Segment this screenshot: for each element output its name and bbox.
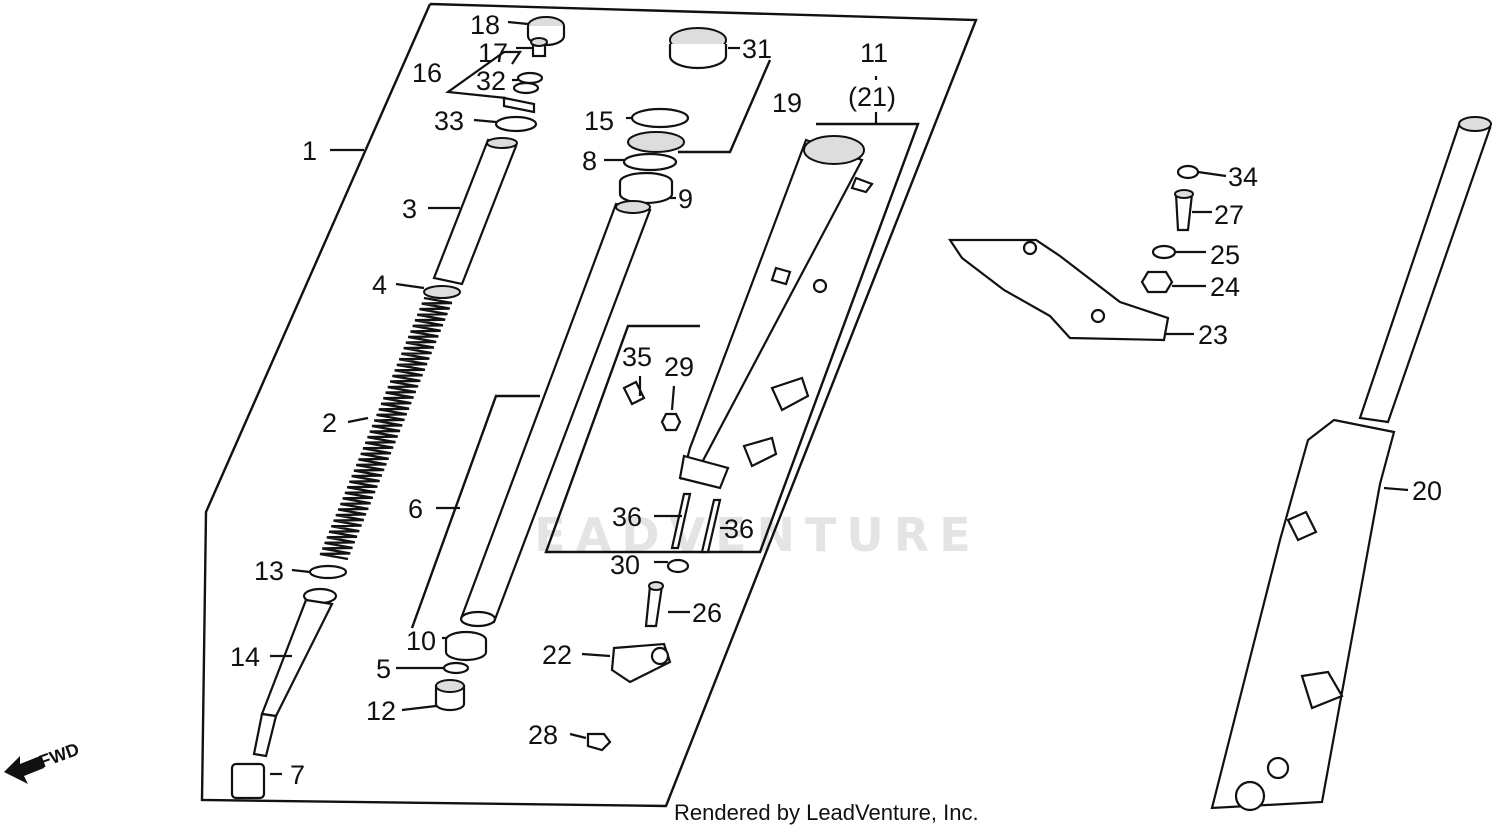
callout-13: 13 xyxy=(254,556,284,586)
nut-24 xyxy=(1140,270,1174,294)
callout-22: 22 xyxy=(542,640,572,670)
dust-seal-31 xyxy=(668,27,728,70)
bolt-35 xyxy=(622,380,646,406)
slider-bushing-10 xyxy=(444,630,488,662)
callout-24: 24 xyxy=(1210,272,1240,302)
bolt-27 xyxy=(1174,189,1194,232)
callout-10: 10 xyxy=(406,626,436,656)
callout-21: (21) xyxy=(848,82,896,112)
callout-3: 3 xyxy=(402,194,417,224)
callout-28: 28 xyxy=(528,720,558,750)
callout-16: 16 xyxy=(412,58,442,88)
nut-34 xyxy=(1176,164,1200,180)
callout-4: 4 xyxy=(372,270,387,300)
washer-33 xyxy=(494,115,538,133)
bolt-26 xyxy=(644,581,664,628)
axle-holder-22 xyxy=(610,642,672,684)
oil-lock-piece-12 xyxy=(434,679,466,712)
callout-20: 20 xyxy=(1412,476,1442,506)
fork-spring-2 xyxy=(319,296,453,561)
callout-numbers: 18 17 16 32 33 1 3 4 2 13 14 7 31 19 15 … xyxy=(230,10,1442,790)
nut-28 xyxy=(586,732,612,752)
callout-33: 33 xyxy=(434,106,464,136)
callout-15: 15 xyxy=(584,106,614,136)
credit-text: Rendered by LeadVenture, Inc. xyxy=(674,800,979,825)
callout-9: 9 xyxy=(678,184,693,214)
callout-25: 25 xyxy=(1210,240,1240,270)
fwd-arrow-icon xyxy=(4,756,44,784)
leader-lines xyxy=(270,20,1409,776)
fork-tube-6 xyxy=(459,200,652,628)
washer-8 xyxy=(622,152,678,172)
rebound-spring-7 xyxy=(230,762,266,800)
subgroup-frame-21 xyxy=(544,122,920,554)
callout-26: 26 xyxy=(692,598,722,628)
callout-2: 2 xyxy=(322,408,337,438)
callout-34: 34 xyxy=(1228,162,1258,192)
washer-25 xyxy=(1151,244,1177,260)
callout-36-left: 36 xyxy=(612,502,642,532)
oil-seal-19 xyxy=(627,131,685,153)
callout-12: 12 xyxy=(366,696,396,726)
damper-rod-14 xyxy=(252,587,338,758)
callout-1: 1 xyxy=(302,136,317,166)
washer-5 xyxy=(442,661,470,675)
callout-29: 29 xyxy=(664,352,694,382)
spacer-16 xyxy=(502,96,536,114)
callout-18: 18 xyxy=(470,10,500,40)
tube-bracket-6 xyxy=(410,394,540,629)
callout-36-right: 36 xyxy=(724,514,754,544)
callout-31: 31 xyxy=(742,34,772,64)
fwd-label: FWD xyxy=(37,739,82,772)
callout-14: 14 xyxy=(230,642,260,672)
nut-29 xyxy=(660,412,682,432)
ring-13 xyxy=(308,564,348,580)
callout-6: 6 xyxy=(408,494,423,524)
callout-11: 11 xyxy=(860,38,888,68)
fork-bridge-23 xyxy=(947,238,1170,342)
bracket-19 xyxy=(678,59,772,154)
group-frame xyxy=(200,2,978,808)
seat-4 xyxy=(423,285,461,299)
callout-5: 5 xyxy=(376,654,391,684)
callout-23: 23 xyxy=(1198,320,1228,350)
fork-slider-11 xyxy=(678,135,874,490)
callout-35: 35 xyxy=(622,342,652,372)
callout-17: 17 xyxy=(478,38,508,68)
callout-27: 27 xyxy=(1214,200,1244,230)
callout-32: 32 xyxy=(476,66,506,96)
callout-19: 19 xyxy=(772,88,802,118)
callout-30: 30 xyxy=(610,550,640,580)
spacer-tube-3 xyxy=(432,137,518,286)
clip-15 xyxy=(630,107,690,129)
front-fork-assembly-20 xyxy=(1210,116,1492,812)
o-ring-32 xyxy=(512,71,544,95)
callout-8: 8 xyxy=(582,146,597,176)
callout-7: 7 xyxy=(290,760,305,790)
bushing-9 xyxy=(618,171,674,205)
bolt-17 xyxy=(530,37,548,58)
stud-36 xyxy=(670,492,722,554)
nut-30 xyxy=(666,558,690,574)
